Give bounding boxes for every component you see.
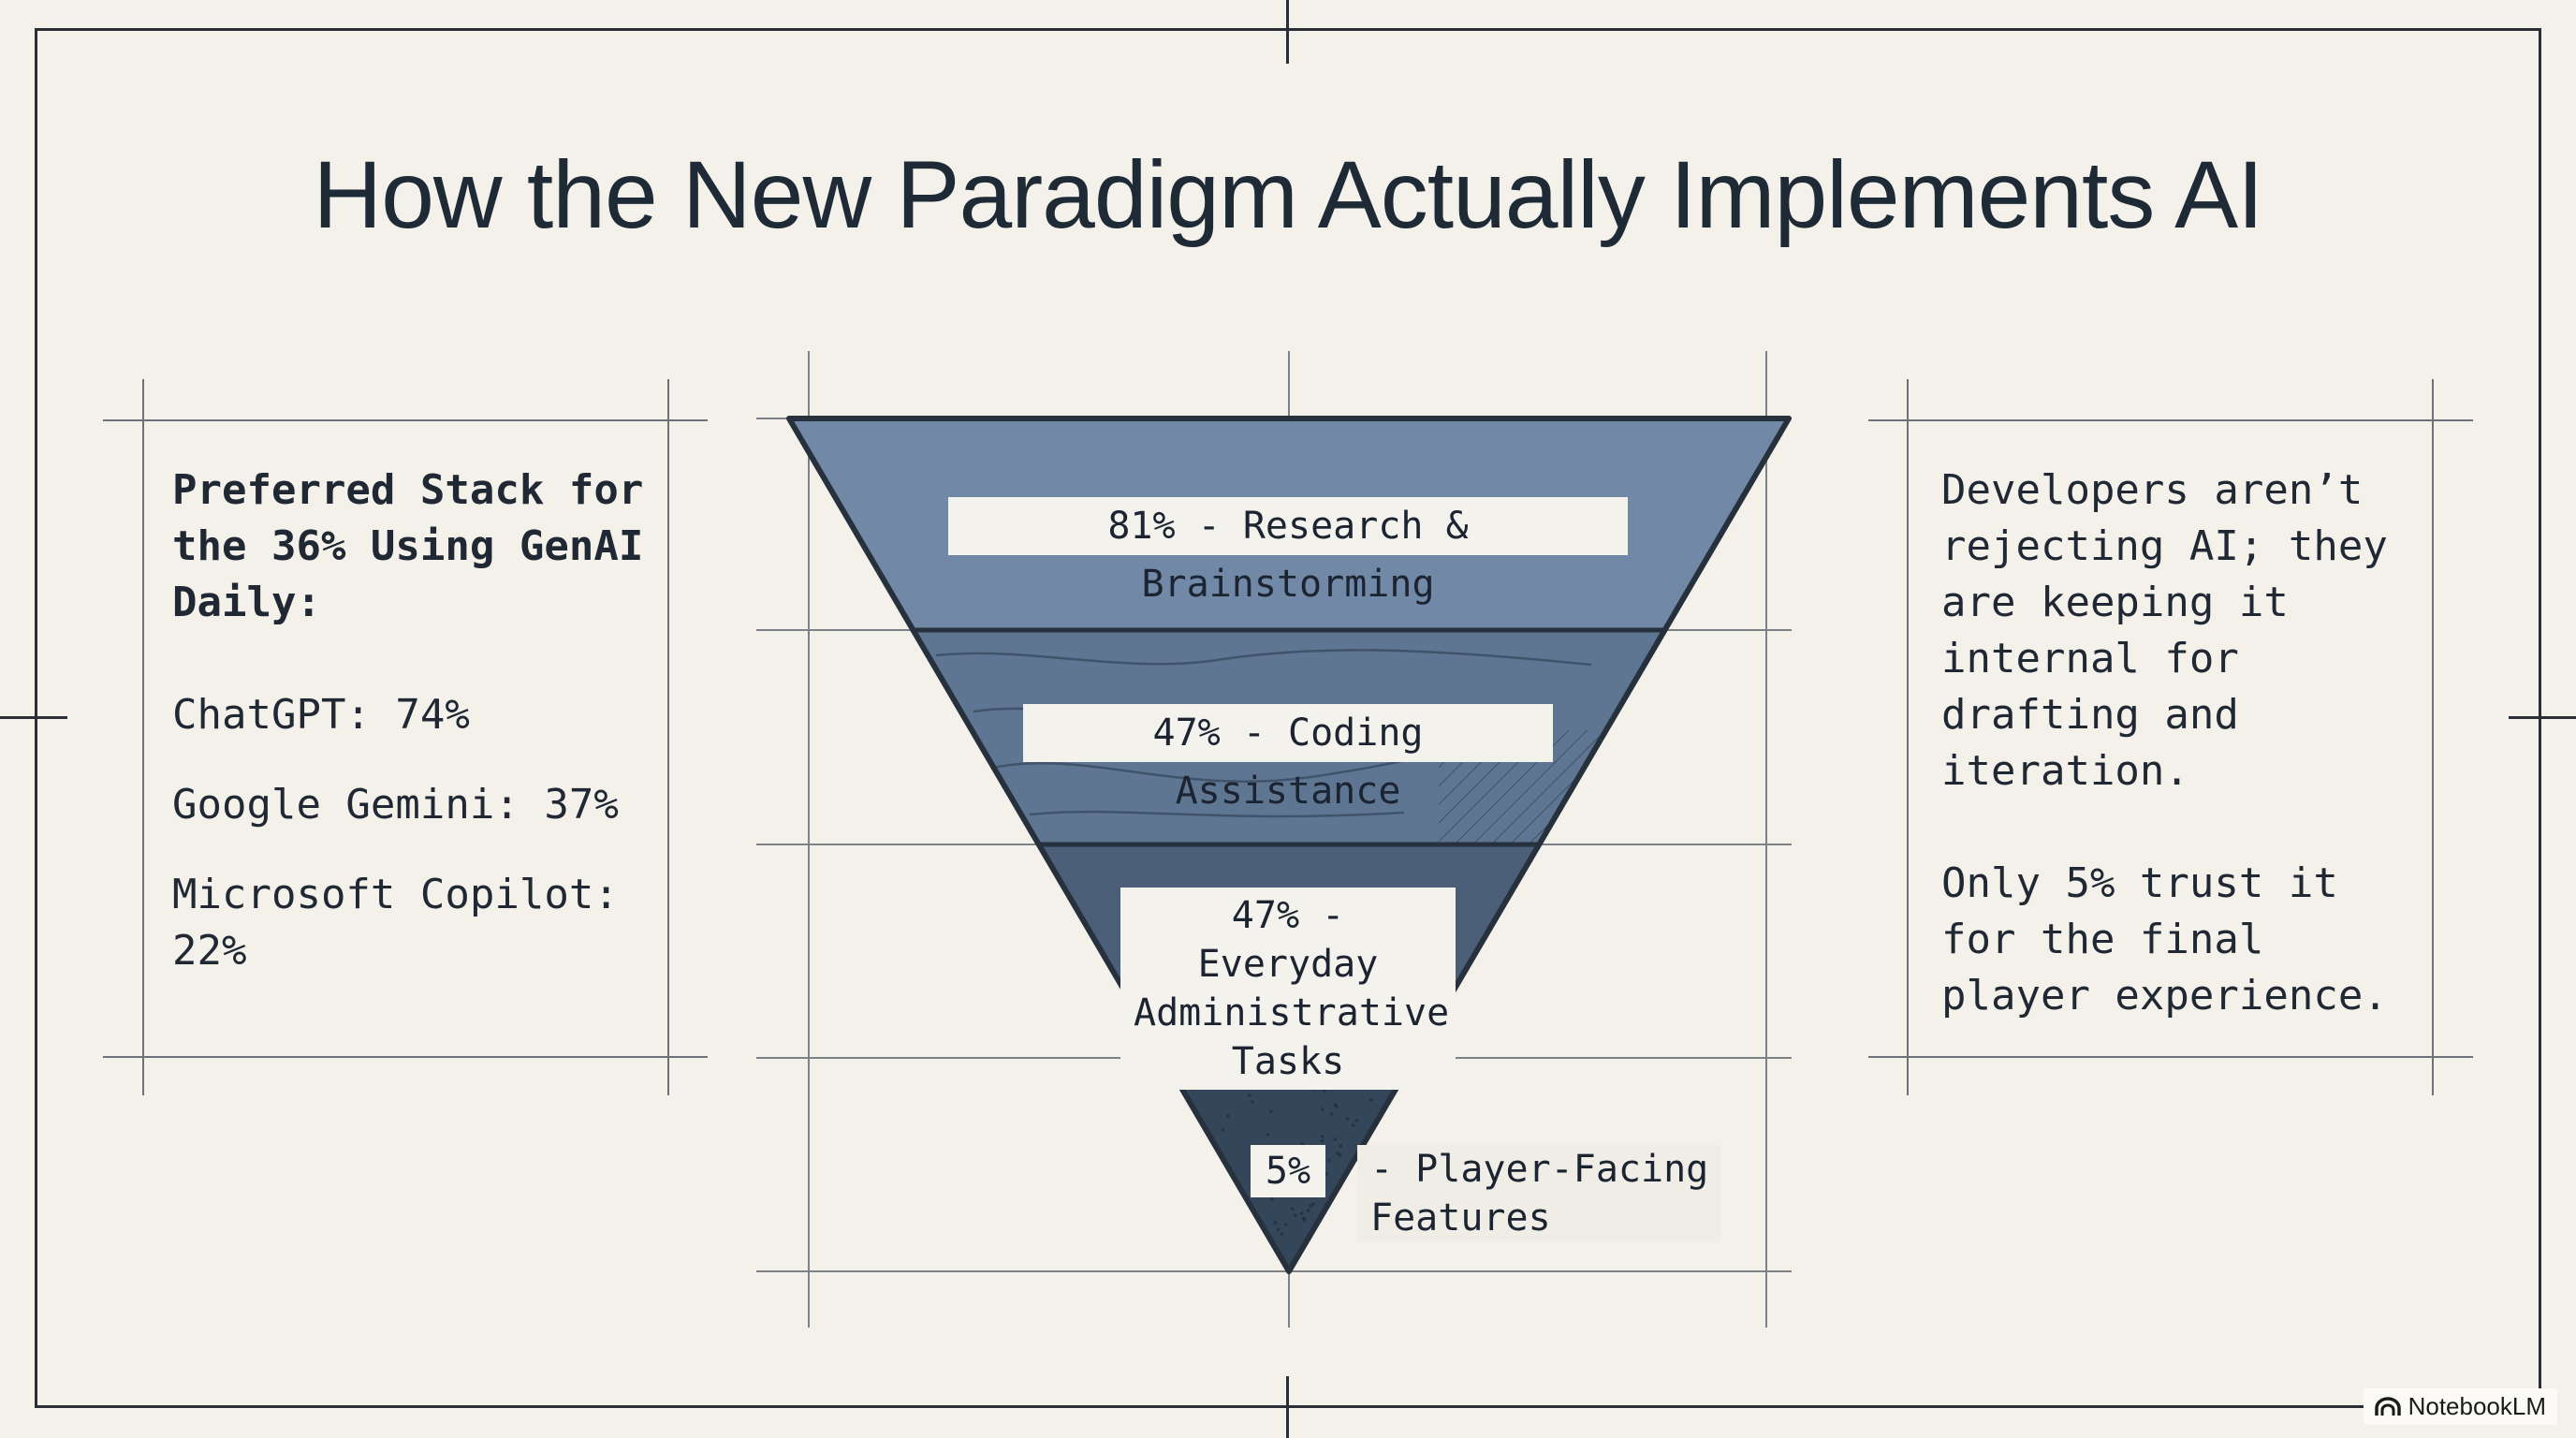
funnel-outline: [786, 416, 1792, 1274]
funnel-stipple-dot: [1276, 1227, 1281, 1231]
funnel-stipple-dot: [1320, 1135, 1325, 1138]
funnel-grain-stroke: [935, 649, 1592, 667]
right-panel-guide-left: [1907, 379, 1909, 1095]
funnel-stipple-dot: [1368, 1098, 1373, 1102]
right-panel-guide-top: [1868, 419, 2473, 421]
funnel-stipple-dot: [1225, 1114, 1230, 1118]
funnel-stipple-dot: [1320, 1139, 1325, 1143]
registration-tick-bottom: [1286, 1376, 1289, 1438]
funnel-stipple-dot: [1333, 1103, 1338, 1107]
funnel-stipple-dot: [1339, 1144, 1343, 1148]
left-panel-item: Google Gemini: 37%: [172, 777, 659, 833]
funnel-tier-label-player: 5%: [1251, 1145, 1325, 1197]
funnel-stipple-dot: [1266, 1133, 1270, 1137]
left-panel-guide-top: [103, 419, 708, 421]
funnel-stipple-dot: [1251, 1100, 1254, 1104]
funnel-stipple-dot: [1221, 1128, 1225, 1132]
left-panel-item: ChatGPT: 74%: [172, 687, 659, 743]
funnel-stipple-dot: [1300, 1142, 1305, 1146]
funnel-side-label-player: - Player-Facing Features: [1357, 1145, 1722, 1242]
left-panel-heading: Preferred Stack for the 36% Using GenAI …: [172, 466, 644, 626]
registration-tick-right: [2509, 716, 2576, 719]
funnel-stipple-dot: [1248, 1093, 1251, 1097]
funnel-tier-label-research: 81% - Research & Brainstorming: [948, 497, 1628, 606]
funnel-stipple-dot: [1294, 1213, 1297, 1217]
funnel-stipple-dot: [1290, 1207, 1295, 1211]
left-panel-guide-bottom: [103, 1056, 708, 1058]
left-panel-guide-left: [142, 379, 144, 1095]
left-panel-item-gemini: Google Gemini: 37%: [172, 781, 619, 829]
right-panel-paragraph-2: Only 5% trust it for the final player ex…: [1941, 859, 2388, 1020]
right-panel-guide-bottom: [1868, 1056, 2473, 1058]
left-panel: Preferred Stack for the 36% Using GenAI …: [172, 462, 659, 979]
funnel-stipple-dot: [1273, 1221, 1278, 1225]
right-panel: Developers aren’t rejecting AI; they are…: [1941, 462, 2428, 1024]
funnel-stipple-dot: [1268, 1109, 1273, 1113]
funnel-stipple-dot: [1345, 1117, 1350, 1121]
registration-tick-top: [1286, 0, 1289, 64]
left-panel-item: Microsoft Copilot: 22%: [172, 867, 640, 979]
funnel-stipple-dot: [1307, 1209, 1310, 1212]
funnel-stipple-dot: [1310, 1202, 1315, 1206]
funnel-tier-label-admin: 47% - Everyday Administrative Tasks: [1120, 888, 1456, 1090]
funnel-stipple-dot: [1283, 1223, 1288, 1226]
funnel-tier-label-coding: 47% - Coding Assistance: [1023, 704, 1553, 813]
right-panel-paragraph-1: Developers aren’t rejecting AI; they are…: [1941, 466, 2388, 795]
funnel-stipple-dot: [1351, 1123, 1355, 1127]
funnel-stipple-dot: [1336, 1152, 1339, 1155]
funnel-stipple-dot: [1329, 1112, 1334, 1116]
funnel-stipple-dot: [1301, 1216, 1306, 1220]
left-panel-guide-right: [667, 379, 669, 1095]
funnel-stipple-dot: [1333, 1137, 1338, 1141]
funnel-stipple-dot: [1270, 1197, 1274, 1201]
funnel-stipple-dot: [1327, 1158, 1332, 1162]
right-panel-guide-right: [2432, 379, 2434, 1095]
funnel-stipple-dot: [1280, 1232, 1284, 1236]
left-panel-item-copilot: Microsoft Copilot: 22%: [172, 871, 619, 975]
brand-label: NotebookLM: [2408, 1392, 2546, 1420]
funnel-grain-stroke: [1029, 810, 1405, 818]
funnel-stipple-dot: [1309, 1204, 1312, 1208]
page-title: How the New Paradigm Actually Implements…: [313, 141, 2264, 248]
funnel-stipple-dot: [1354, 1119, 1359, 1123]
funnel-stipple-dot: [1299, 1211, 1304, 1215]
funnel-stipple-dot: [1320, 1108, 1325, 1111]
funnel-stipple-dot: [1325, 1172, 1328, 1176]
funnel-stipple-dot: [1323, 1089, 1326, 1093]
left-panel-item-chatgpt: ChatGPT: 74%: [172, 691, 470, 739]
notebooklm-badge: NotebookLM: [2363, 1388, 2557, 1425]
registration-tick-left: [0, 716, 67, 719]
notebooklm-logo-icon: [2374, 1396, 2401, 1416]
